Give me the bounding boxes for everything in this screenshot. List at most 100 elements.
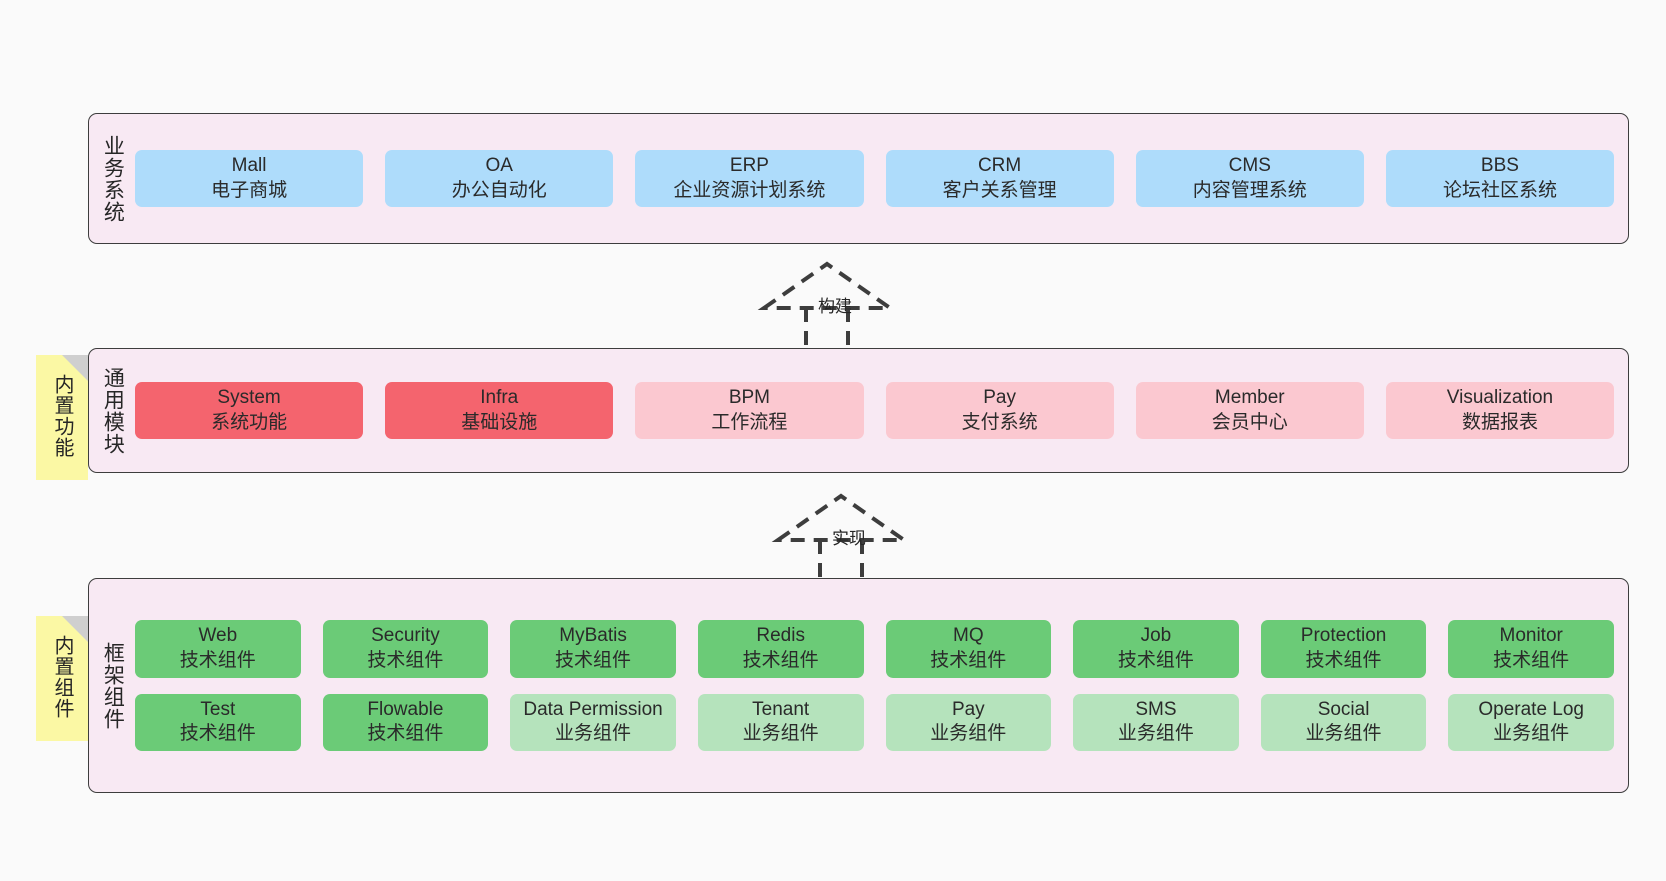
card-subtitle: 业务组件 (555, 723, 632, 745)
connector-build-label: 构建 (818, 297, 852, 316)
card-title: Operate Log (1478, 698, 1584, 720)
card-security[interactable]: Security 技术组件 (322, 620, 489, 678)
card-title: Security (371, 625, 440, 647)
card-flowable[interactable]: Flowable 技术组件 (322, 693, 489, 751)
card-sms[interactable]: SMS 业务组件 (1073, 693, 1239, 751)
card-operate-log[interactable]: Operate Log 业务组件 (1448, 693, 1614, 751)
card-job[interactable]: Job 技术组件 (1073, 620, 1239, 678)
card-title: MQ (953, 625, 984, 647)
card-mq[interactable]: MQ 技术组件 (885, 620, 1052, 678)
card-pay[interactable]: Pay 支付系统 (885, 381, 1114, 440)
connector-stem (804, 308, 850, 350)
layer-body-framework-components: Web 技术组件 Security 技术组件 MyBatis 技术组件 Redi… (135, 579, 1628, 792)
layer-title-business-systems: 业务系统 (101, 134, 125, 223)
card-subtitle: 企业资源计划系统 (673, 179, 826, 201)
row-business-components: Test 技术组件 Flowable 技术组件 Data Permission … (135, 693, 1614, 751)
card-title: System (217, 386, 281, 408)
card-subtitle: 技术组件 (742, 649, 819, 671)
card-erp[interactable]: ERP 企业资源计划系统 (635, 149, 864, 208)
card-title: Protection (1300, 625, 1387, 647)
arrowhead-triangle (757, 261, 897, 310)
card-title: CRM (977, 154, 1022, 176)
card-subtitle: 技术组件 (555, 649, 632, 671)
row-business-systems: Mall 电子商城 OA 办公自动化 ERP 企业资源计划系统 CRM 客户关系… (135, 149, 1615, 208)
card-redis[interactable]: Redis 技术组件 (697, 620, 864, 678)
card-pay-component[interactable]: Pay 业务组件 (885, 693, 1052, 751)
layer-body-business-systems: Mall 电子商城 OA 办公自动化 ERP 企业资源计划系统 CRM 客户关系… (135, 114, 1628, 243)
card-data-permission[interactable]: Data Permission 业务组件 (510, 693, 676, 751)
arrowhead-triangle (771, 493, 911, 542)
card-title: SMS (1135, 698, 1177, 720)
card-subtitle: 技术组件 (367, 723, 444, 745)
layer-business-systems: 业务系统 Mall 电子商城 OA 办公自动化 ERP 企业资源计划系统 CRM… (88, 113, 1629, 244)
card-title: Flowable (367, 698, 444, 720)
connector-implement-label: 实现 (832, 529, 866, 548)
card-subtitle: 数据报表 (1461, 411, 1538, 433)
card-subtitle: 会员中心 (1211, 411, 1288, 433)
card-title: OA (485, 154, 513, 176)
note-builtin-components: 内置组件 (36, 616, 88, 741)
card-title: ERP (729, 154, 769, 176)
card-tenant[interactable]: Tenant 业务组件 (697, 693, 864, 751)
card-title: Tenant (752, 698, 810, 720)
card-title: BBS (1480, 154, 1519, 176)
card-crm[interactable]: CRM 客户关系管理 (885, 149, 1114, 208)
card-cms[interactable]: CMS 内容管理系统 (1135, 149, 1364, 208)
card-subtitle: 技术组件 (1493, 649, 1570, 671)
card-subtitle: 技术组件 (179, 649, 256, 671)
card-monitor[interactable]: Monitor 技术组件 (1448, 620, 1614, 678)
card-subtitle: 客户关系管理 (942, 179, 1057, 201)
note-label: 内置组件 (51, 634, 73, 719)
card-title: BPM (728, 386, 771, 408)
card-title: Job (1140, 625, 1172, 647)
card-oa[interactable]: OA 办公自动化 (385, 149, 614, 208)
card-protection[interactable]: Protection 技术组件 (1260, 620, 1427, 678)
card-subtitle: 内容管理系统 (1192, 179, 1307, 201)
card-title: Data Permission (523, 698, 663, 720)
row-common-modules: System 系统功能 Infra 基础设施 BPM 工作流程 Pay 支付系统… (135, 381, 1615, 440)
card-subtitle: 办公自动化 (451, 179, 547, 201)
card-visualization[interactable]: Visualization 数据报表 (1385, 381, 1615, 440)
row-tech-components: Web 技术组件 Security 技术组件 MyBatis 技术组件 Redi… (135, 620, 1614, 678)
card-bpm[interactable]: BPM 工作流程 (635, 381, 864, 440)
card-system[interactable]: System 系统功能 (135, 381, 364, 440)
layer-title-framework-components: 框架组件 (101, 641, 125, 730)
card-title: Monitor (1499, 625, 1563, 647)
card-test[interactable]: Test 技术组件 (135, 693, 301, 751)
card-subtitle: 论坛社区系统 (1442, 179, 1557, 201)
card-title: Mall (231, 154, 267, 176)
card-title: Member (1214, 386, 1285, 408)
card-subtitle: 工作流程 (711, 411, 788, 433)
layer-title-common-modules: 通用模块 (101, 366, 125, 455)
layer-common-modules: 通用模块 System 系统功能 Infra 基础设施 BPM 工作流程 Pay… (88, 348, 1629, 473)
card-social[interactable]: Social 业务组件 (1260, 693, 1427, 751)
card-mybatis[interactable]: MyBatis 技术组件 (510, 620, 676, 678)
card-subtitle: 技术组件 (179, 723, 256, 745)
card-infra[interactable]: Infra 基础设施 (385, 381, 614, 440)
card-member[interactable]: Member 会员中心 (1135, 381, 1364, 440)
card-subtitle: 业务组件 (930, 723, 1007, 745)
card-subtitle: 业务组件 (1117, 723, 1194, 745)
connector-stem (818, 540, 864, 578)
card-title: Web (198, 625, 238, 647)
layer-framework-components: 框架组件 Web 技术组件 Security 技术组件 MyBatis 技术组件… (88, 578, 1629, 793)
card-subtitle: 电子商城 (211, 179, 288, 201)
card-subtitle: 技术组件 (367, 649, 444, 671)
card-bbs[interactable]: BBS 论坛社区系统 (1385, 149, 1615, 208)
card-title: Social (1317, 698, 1370, 720)
card-title: Redis (756, 625, 805, 647)
card-web[interactable]: Web 技术组件 (135, 620, 301, 678)
card-subtitle: 系统功能 (211, 411, 288, 433)
card-subtitle: 技术组件 (930, 649, 1007, 671)
connector-implement: 实现 (771, 490, 947, 578)
card-title: MyBatis (559, 625, 627, 647)
card-title: Infra (480, 386, 519, 408)
card-subtitle: 基础设施 (461, 411, 538, 433)
card-subtitle: 业务组件 (742, 723, 819, 745)
note-builtin-features: 内置功能 (36, 355, 88, 480)
card-mall[interactable]: Mall 电子商城 (135, 149, 364, 208)
card-title: CMS (1228, 154, 1271, 176)
note-label: 内置功能 (51, 373, 73, 458)
card-title: Test (200, 698, 236, 720)
